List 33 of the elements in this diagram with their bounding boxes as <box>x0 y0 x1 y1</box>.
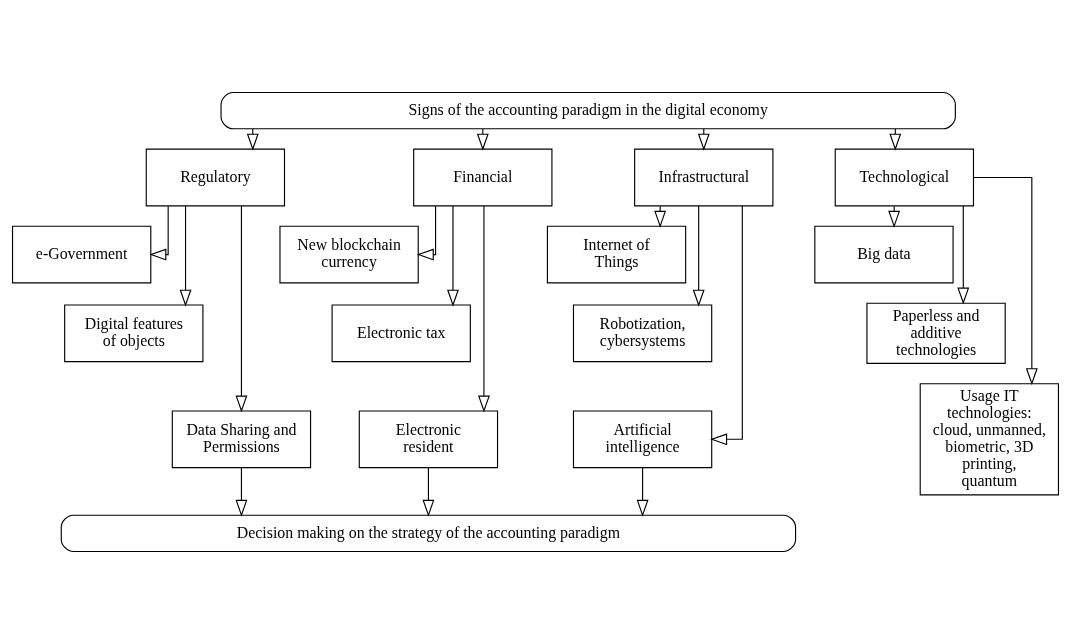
arrow <box>636 467 649 517</box>
node-box: New blockchain currency <box>279 225 419 284</box>
node-box: Big data <box>814 225 954 284</box>
arrow <box>957 205 970 305</box>
arrow <box>973 176 1038 386</box>
node-box: Technological <box>834 148 975 207</box>
arrow <box>888 205 901 228</box>
arrow <box>654 205 667 228</box>
arrow <box>235 467 248 517</box>
node-box: Robotization, cybersystems <box>572 304 713 363</box>
node-box: Signs of the accounting paradigm in the digital economy <box>220 91 956 130</box>
node-box: Usage IT technologies: cloud, unmanned, biometric, 3D printing, quantum <box>919 383 1060 496</box>
arrow <box>179 205 192 307</box>
arrow <box>416 205 437 261</box>
node-box: Electronic resident <box>358 410 499 469</box>
node-box: Paperless and additive technologies <box>866 302 1006 364</box>
node-box: Infrastructural <box>634 148 774 207</box>
arrow <box>692 205 705 307</box>
node-box: Financial <box>413 148 553 207</box>
node-box: e-Government <box>11 225 152 284</box>
node-box: Electronic tax <box>331 304 471 363</box>
arrow <box>235 205 248 413</box>
node-box: Digital features of objects <box>64 304 204 363</box>
arrow <box>422 467 435 517</box>
arrow <box>478 205 490 413</box>
arrow <box>447 205 459 307</box>
arrow <box>710 205 743 446</box>
node-box: Regulatory <box>145 148 286 207</box>
node-box: Decision making on the strategy of the accounting paradigm <box>60 514 797 553</box>
node-box: Artificial intelligence <box>572 410 713 469</box>
arrow <box>149 205 169 261</box>
node-box: Internet of Things <box>546 225 687 284</box>
node-box: Data Sharing and Permissions <box>171 410 312 469</box>
